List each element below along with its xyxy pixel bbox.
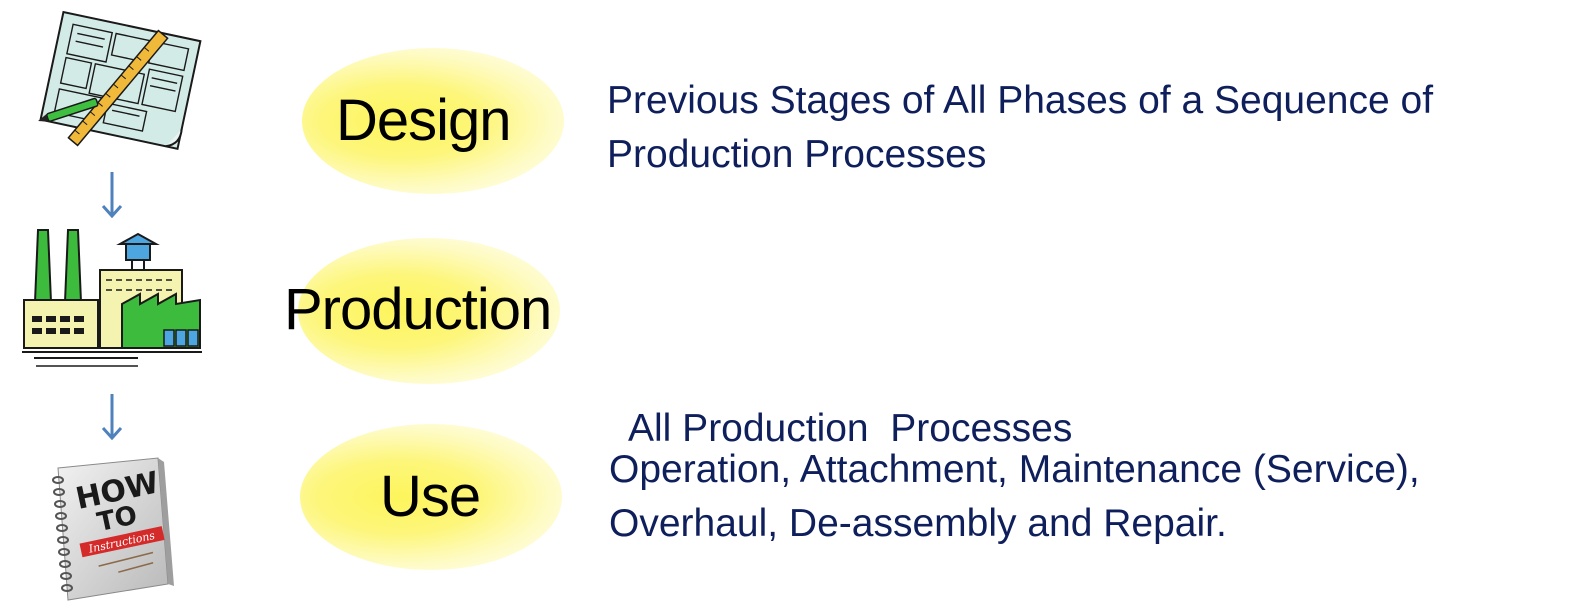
description-line: Previous Stages of All Phases of a Seque… (607, 79, 1434, 122)
how-to-manual-icon: HOW TO Instructions (52, 457, 174, 601)
production-oval (298, 238, 560, 384)
down-arrow-icon (101, 394, 123, 441)
stage-description-production: All Production Processes (628, 294, 1072, 510)
stage-description-design: Previous Stages of All Phases of a Seque… (607, 74, 1433, 182)
stage-label-production: Production (284, 277, 552, 342)
description-line: All Production Processes (628, 407, 1073, 450)
description-line: Overhaul, De-assembly and Repair. (609, 502, 1227, 545)
design-oval (302, 48, 564, 194)
use-oval (300, 424, 562, 570)
stage-label-use: Use (380, 464, 481, 529)
factory-icon (22, 229, 202, 367)
description-line: Production Processes (607, 133, 987, 176)
blueprint-icon (38, 10, 202, 150)
description-line: Operation, Attachment, Maintenance (Serv… (609, 448, 1420, 491)
stage-label-design: Design (336, 88, 512, 153)
stage-description-use: Operation, Attachment, Maintenance (Serv… (609, 443, 1420, 551)
down-arrow-icon (101, 172, 123, 219)
